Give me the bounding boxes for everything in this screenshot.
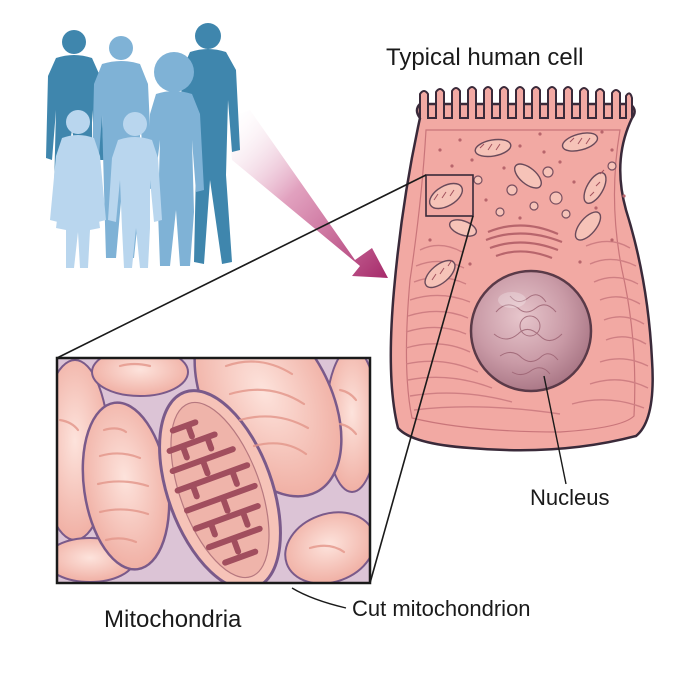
nucleus-label: Nucleus xyxy=(530,485,610,510)
cut-mitochondrion-icon xyxy=(158,389,282,583)
cut-mitochondrion-label: Cut mitochondrion xyxy=(352,596,531,621)
golgi-apparatus xyxy=(485,224,563,260)
zoom-box xyxy=(425,174,474,217)
vesicles xyxy=(473,161,617,219)
microvilli xyxy=(419,86,633,119)
cut-mito-leader xyxy=(291,587,347,609)
nucleus-leader xyxy=(543,375,567,485)
people-silhouettes-icon xyxy=(46,23,240,268)
nucleus-icon xyxy=(469,269,593,393)
ribosome-dots xyxy=(428,130,626,266)
cell-mitochondria xyxy=(424,132,607,289)
mitochondria-inset xyxy=(55,356,372,585)
pointer-arrow xyxy=(228,110,388,278)
human-cell-icon xyxy=(389,86,654,452)
mitochondria-label: Mitochondria xyxy=(104,606,242,633)
diagram-title: Typical human cell xyxy=(386,44,584,71)
endoplasmic-reticulum xyxy=(405,240,649,415)
